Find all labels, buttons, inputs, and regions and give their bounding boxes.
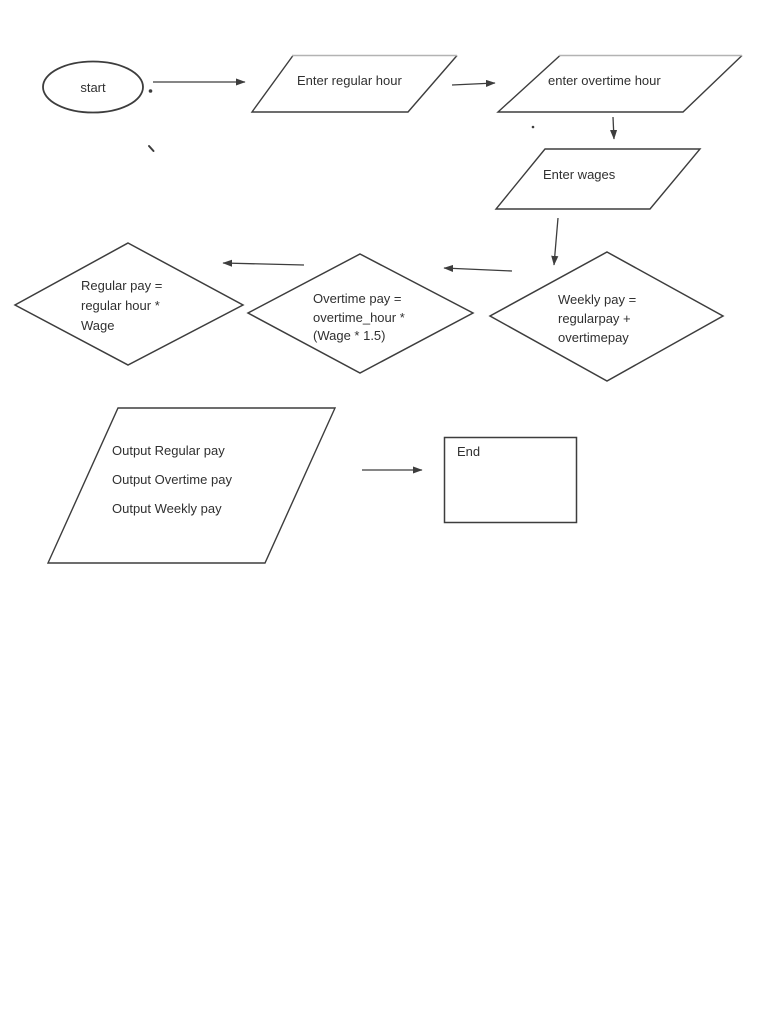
output-label-line3: Output Weekly pay xyxy=(112,501,222,516)
regular-pay-label-line3: Wage xyxy=(81,318,115,333)
enter-regular-hour-label: Enter regular hour xyxy=(297,73,402,88)
arrow-weekly-pay-to-overtime-pay xyxy=(443,264,513,272)
arrow-overtime-hour-to-wages xyxy=(610,116,618,140)
stray-dot-below-overtime-hour xyxy=(531,125,535,129)
weekly-pay-label-line1: Weekly pay = xyxy=(558,292,637,307)
regular-pay-label-line1: Regular pay = xyxy=(81,278,163,293)
overtime-pay-label-line1: Overtime pay = xyxy=(313,291,402,306)
weekly-pay-label-line3: overtimepay xyxy=(558,330,629,345)
enter-overtime-hour-label: enter overtime hour xyxy=(548,73,661,88)
input-wages-shape xyxy=(494,148,702,210)
arrow-wages-to-weekly-pay xyxy=(551,217,559,266)
input-overtime-hour-shape xyxy=(496,54,743,113)
regular-pay-label: Regular pay = regular hour * Wage xyxy=(81,276,162,336)
weekly-pay-label-line2: regularpay + xyxy=(558,311,631,326)
regular-pay-diamond-shape xyxy=(13,242,245,366)
enter-wages-label: Enter wages xyxy=(543,167,616,182)
input-regular-hour-shape xyxy=(250,55,458,113)
weekly-pay-label: Weekly pay = regularpay + overtimepay xyxy=(558,290,636,347)
overtime-pay-diamond-shape xyxy=(246,253,475,374)
end-rectangle-shape xyxy=(443,436,578,524)
overtime-pay-label-line3: (Wage * 1.5) xyxy=(313,328,386,343)
stray-dot-after-start xyxy=(148,89,153,93)
overtime-pay-label-line2: overtime_hour * xyxy=(313,309,405,325)
output-label-line2: Output Overtime pay xyxy=(112,472,232,487)
start-terminator-shape xyxy=(42,60,144,114)
regular-pay-label-line2: regular hour * xyxy=(81,298,160,313)
output-parallelogram-shape xyxy=(46,407,337,564)
output-label: Output Regular pay Output Overtime pay O… xyxy=(112,436,232,523)
arrow-regular-hour-to-overtime-hour xyxy=(451,79,496,87)
overtime-pay-label: Overtime pay = overtime_hour * (Wage * 1… xyxy=(313,290,405,346)
output-label-line1: Output Regular pay xyxy=(112,443,225,458)
weekly-pay-diamond-shape xyxy=(488,251,725,382)
arrow-overtime-pay-to-regular-pay xyxy=(222,259,305,267)
start-label: start xyxy=(80,79,106,95)
stray-tick-mark xyxy=(148,145,155,152)
end-label: End xyxy=(457,444,481,459)
